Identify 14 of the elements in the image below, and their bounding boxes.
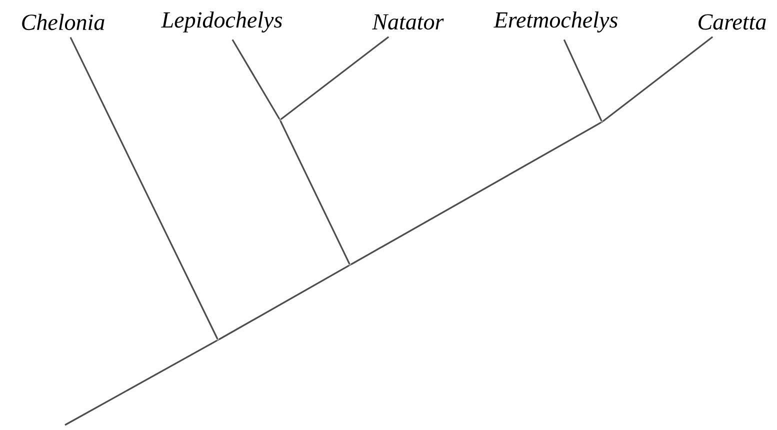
- branch-line: [232, 39, 280, 120]
- branch-line: [280, 120, 350, 264]
- branch-line: [70, 36, 218, 340]
- taxon-label: Natator: [372, 14, 444, 30]
- branch-line: [602, 36, 714, 122]
- branch-line: [280, 36, 390, 120]
- branch-line: [218, 264, 350, 340]
- branch-line: [350, 122, 602, 266]
- branch-line: [563, 39, 602, 122]
- taxon-label: Lepidochelys: [161, 12, 282, 32]
- branch-line: [64, 340, 218, 426]
- taxon-label: Eretmochelys: [494, 12, 618, 32]
- taxon-label: Chelonia: [22, 14, 104, 30]
- taxon-label: Caretta: [698, 14, 766, 30]
